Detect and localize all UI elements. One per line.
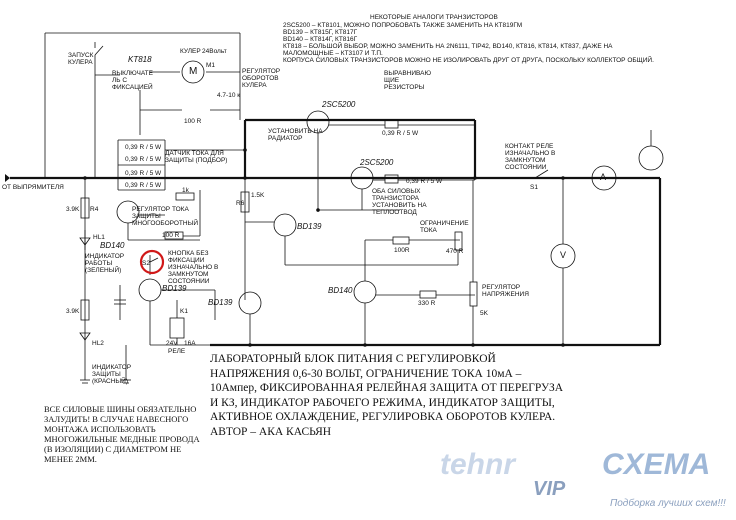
label-r4: R4 [90, 206, 99, 213]
label-100r-mid: 100 R [162, 232, 180, 239]
label-24v: 24Вольт [202, 48, 227, 55]
watermark-tagline: Подборка лучших схем!!! [610, 498, 726, 509]
label-4-7-10k: 4.7-10 к [217, 92, 241, 99]
analog-line-4: КТ818 – БОЛЬШОЙ ВЫБОР, МОЖНО ЗАМЕНИТЬ НА… [283, 43, 613, 50]
label-knopka: КНОПКА БЕЗ ФИКСАЦИИ ИЗНАЧАЛЬНО В ЗАМКНУТ… [168, 250, 219, 285]
label-470r: 470 R [446, 248, 464, 255]
label-039-a: 0,39 R / 5 W [125, 144, 162, 151]
highlight-circle [139, 249, 165, 275]
label-039-c: 0,39 R / 5 W [125, 170, 162, 177]
label-kontakt-rele: КОНТАКТ РЕЛЕ ИЗНАЧАЛЬНО В ЗАМКНУТОМ СОСТ… [505, 143, 556, 171]
label-bd139-a: BD139 [162, 284, 187, 293]
watermark-right: CXEMA [602, 448, 711, 481]
label-2sc5200-top: 2SC5200 [322, 100, 356, 109]
analog-line-6: КОРПУСА СИЛОВЫХ ТРАНЗИСТОРОВ МОЖНО НЕ ИЗ… [283, 57, 654, 64]
label-vykl: ВЫКЛЮЧАТЕ ЛЬ С ФИКСАЦИЕЙ [112, 70, 153, 91]
label-indikator-zashity: ИНДИКАТОР ЗАЩИТЫ (КРАСНЫЙ) [92, 364, 132, 385]
label-ustanovit: УСТАНОВИТЬ НА РАДИАТОР [268, 128, 323, 142]
label-rele: РЕЛЕ [168, 348, 186, 355]
label-indikator-raboty: ИНДИКАТОР РАБОТЫ (ЗЕЛЕНЫЙ) [85, 253, 125, 274]
label-039-d: 0,39 R / 5 W [125, 182, 162, 189]
motor-symbol: M [189, 66, 198, 77]
ammeter-symbol: A [600, 172, 607, 182]
label-3-9k-b: 3.9K [66, 308, 80, 315]
label-m1: M1 [206, 62, 216, 69]
analog-line-5: МАЛОМОЩНЫЕ – КТ3107 И Т.П. [283, 50, 383, 57]
side-note: ВСЕ СИЛОВЫЕ ШИНЫ ОБЯЗАТЕЛЬНО ЗАЛУДИТЬ! В… [44, 404, 200, 464]
label-bd140-a: BD140 [100, 241, 125, 250]
label-oba-silovyh: ОБА СИЛОВЫХ ТРАНЗИСТОРА УСТАНОВИТЬ НА ТЕ… [372, 188, 427, 216]
label-regulator-toka: РЕГУЛЯТОР ТОКА ЗАЩИТЫ МНОГООБОРОТНЫЙ [132, 206, 199, 227]
label-3-9k-a: 3.9K [66, 206, 80, 213]
label-r6: R6 [236, 200, 245, 207]
label-100r-low: 100R [394, 247, 410, 254]
label-kuler: КУЛЕР [180, 48, 201, 55]
label-hl2: HL2 [92, 340, 104, 347]
label-039-top: 0,39 R / 5 W [382, 130, 419, 137]
label-regulator-napr: РЕГУЛЯТОР НАПРЯЖЕНИЯ [482, 284, 529, 298]
label-bd139-c: BD139 [208, 298, 233, 307]
analog-line-3: BD140 – КТ814Г, КТ816Г [283, 36, 358, 43]
label-k1: K1 [180, 308, 188, 315]
analog-line-1: 2SC5200 – KT8101, МОЖНО ПОПРОБОВАТЬ ТАКЖ… [283, 22, 523, 29]
watermark-left: tehnr [440, 448, 515, 481]
main-description: ЛАБОРАТОРНЫЙ БЛОК ПИТАНИЯ С РЕГУЛИРОВКОЙ… [210, 353, 564, 438]
voltmeter-symbol: V [560, 250, 567, 260]
analog-line-2: BD139 – КТ815Г, КТ817Г [283, 29, 358, 36]
label-bd139-b: BD139 [297, 222, 322, 231]
label-s2: S2 [142, 260, 150, 267]
label-vyravn: ВЫРАВНИВАЮ ЩИЕ РЕЗИСТОРЫ [384, 70, 432, 91]
label-s1: S1 [530, 184, 538, 191]
label-24v-relay: 24V [166, 340, 178, 347]
label-datchik: ДАТЧИК ТОКА ДЛЯ ЗАЩИТЫ (ПОДБОР) [165, 150, 228, 164]
analogs-title: НЕКОТОРЫЕ АНАЛОГИ ТРАНЗИСТОРОВ [370, 14, 498, 21]
label-ogranichenie: ОГРАНИЧЕНИЕ ТОКА [420, 220, 469, 234]
label-039-mid: 0,39 R / 5 W [406, 178, 443, 185]
label-2sc5200-mid: 2SC5200 [360, 158, 394, 167]
label-5k: 5K [480, 310, 488, 317]
label-ot-vypryamitelya: ОТ ВЫПРЯМИТЕЛЯ [2, 184, 64, 191]
label-16a: 16A [184, 340, 196, 347]
label-zapusk: ЗАПУСК КУЛЕРА [68, 52, 94, 66]
label-regulator-oborotov: РЕГУЛЯТОР ОБОРОТОВ КУЛЕРА [242, 68, 281, 89]
label-hl1: HL1 [93, 234, 105, 241]
label-1k: 1k [182, 187, 189, 194]
label-039-b: 0,39 R / 5 W [125, 156, 162, 163]
label-kt818: KT818 [128, 55, 152, 64]
label-1-5k: 1.5K [251, 192, 265, 199]
watermark-vip: VIP [533, 478, 566, 500]
label-330r: 330 R [418, 300, 436, 307]
label-bd140-b: BD140 [328, 286, 353, 295]
label-100r-top: 100 R [184, 118, 202, 125]
